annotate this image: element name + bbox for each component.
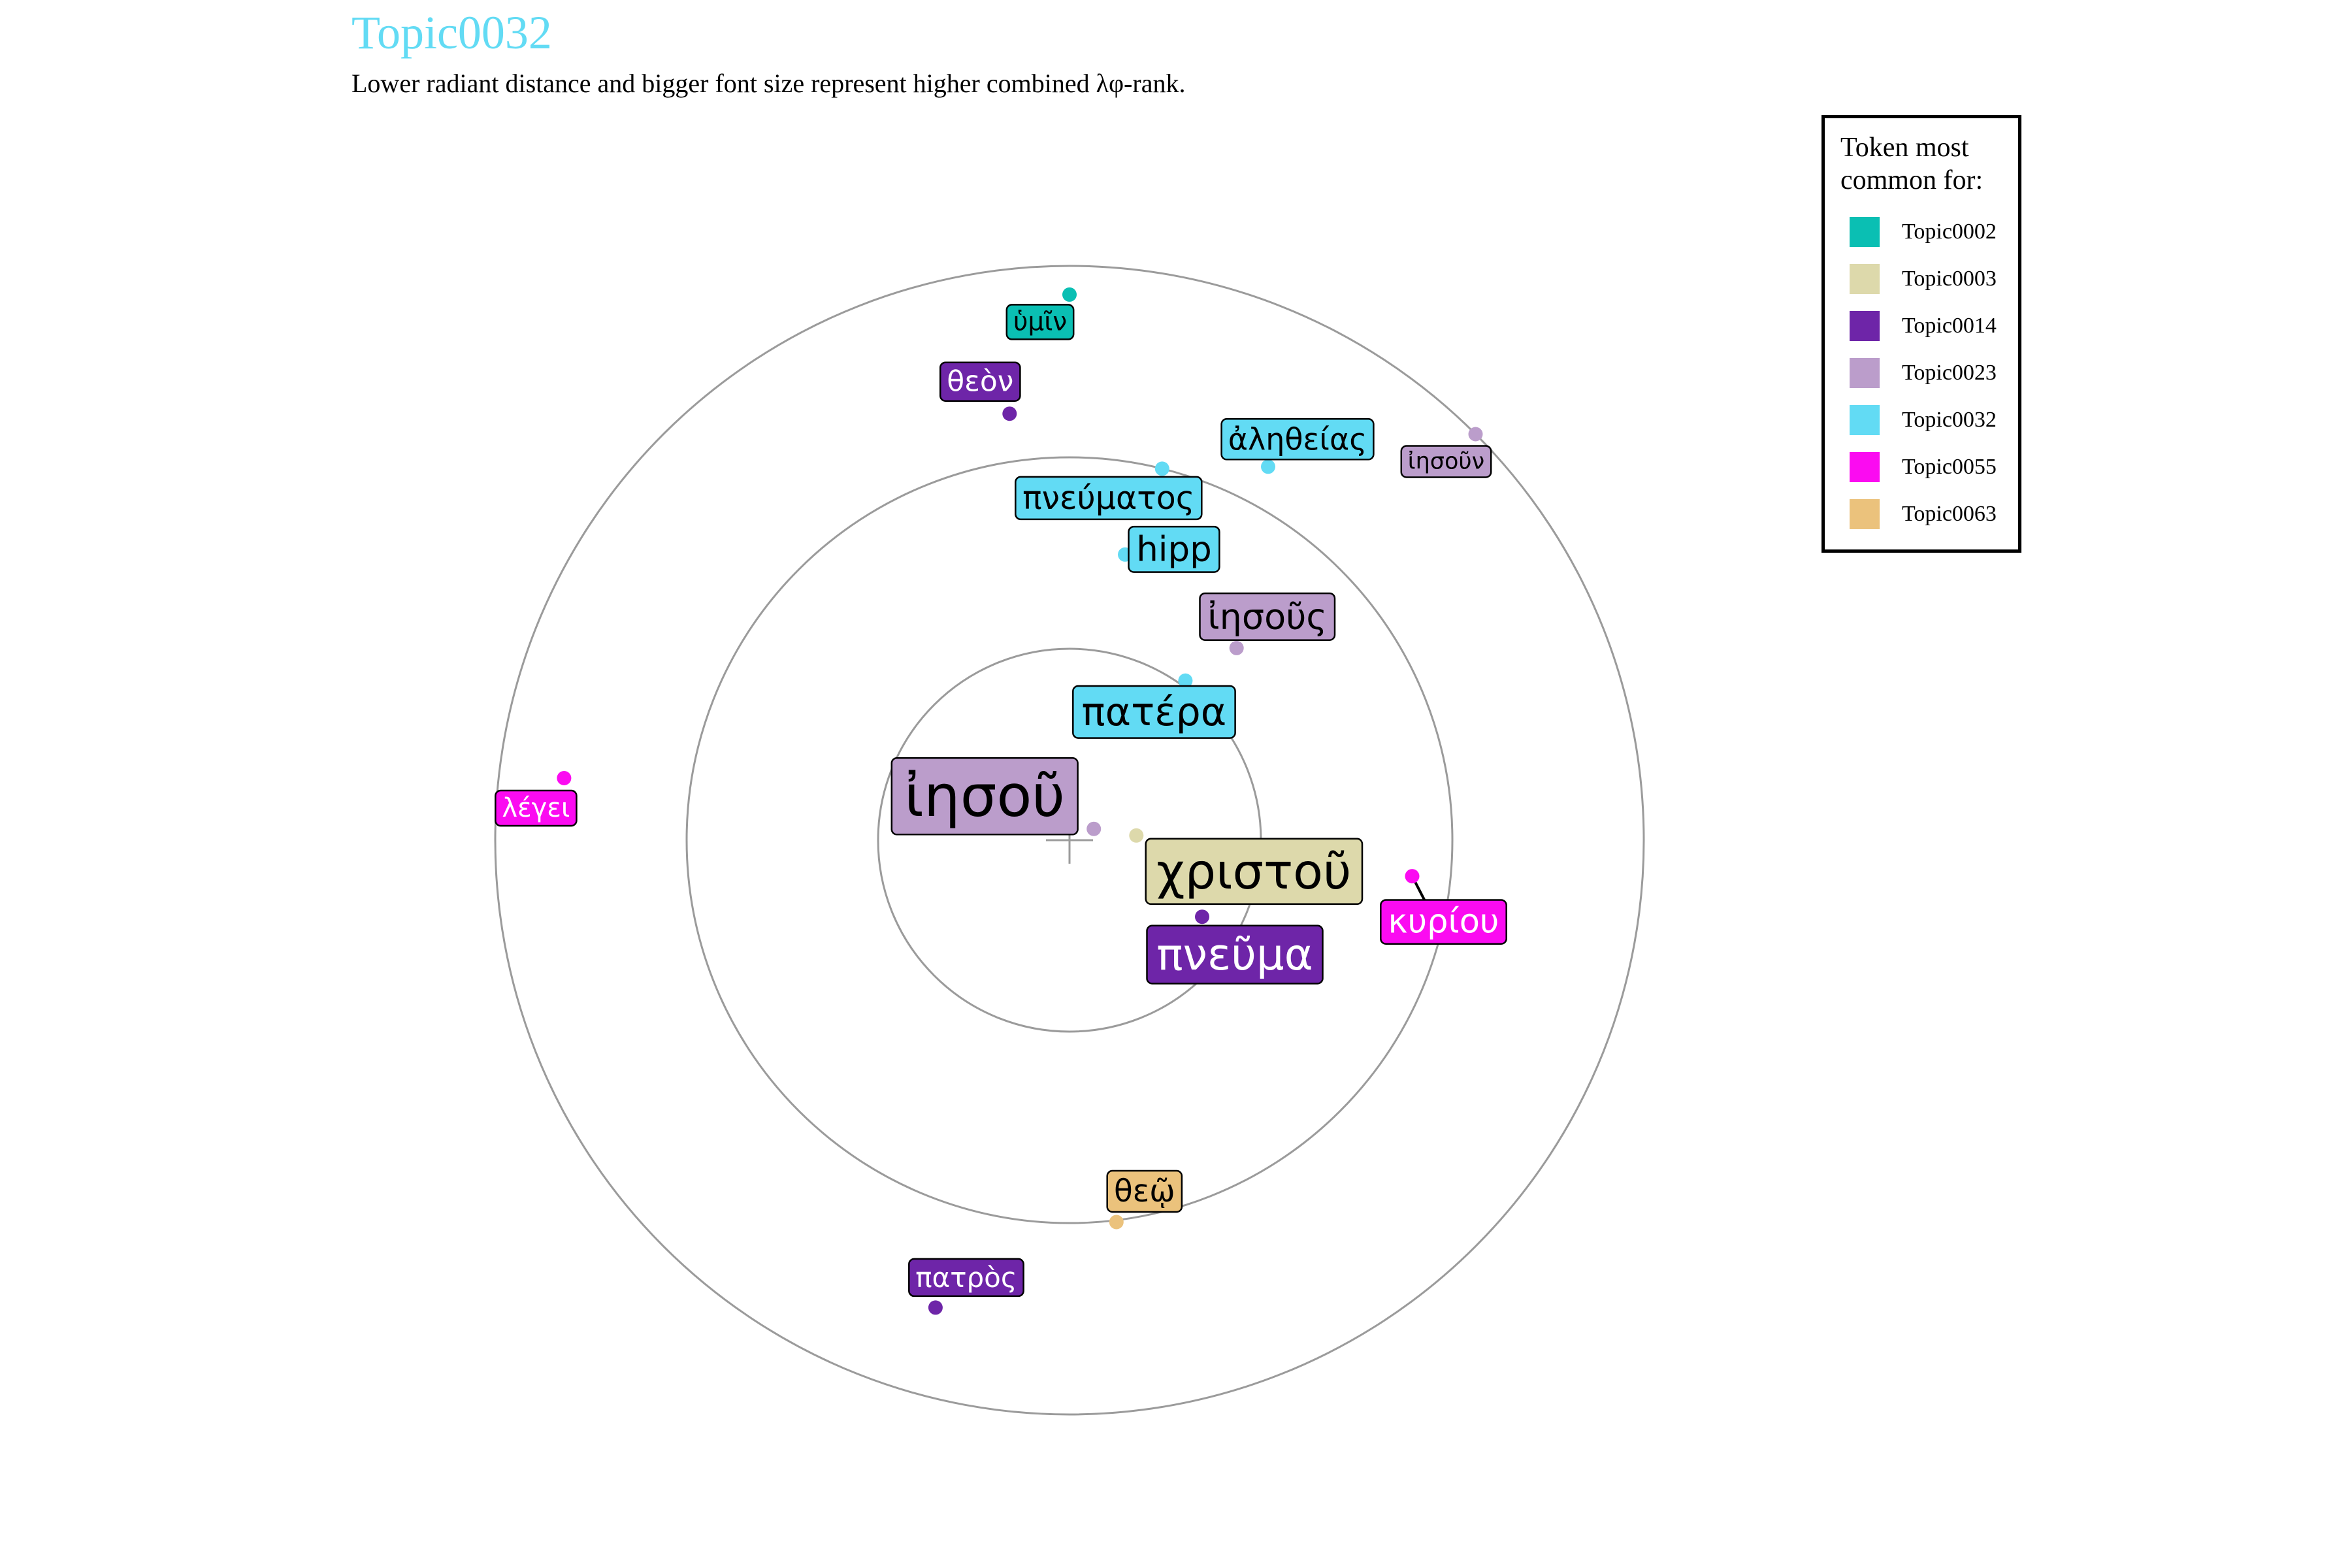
token-text: ἰησοῦν: [1408, 449, 1484, 475]
token-label-box: [890, 757, 1079, 836]
grid-ring-2: [685, 456, 1454, 1224]
legend-label: Topic0014: [1902, 314, 1997, 338]
token-label-12: πατρὸς: [908, 1258, 1024, 1298]
token-label-1: ἰησοῦ: [890, 757, 1079, 836]
data-point-14: [1062, 287, 1077, 302]
token-label-box: [1145, 838, 1364, 906]
token-label-box: [1146, 924, 1324, 985]
legend-label: Topic0003: [1902, 267, 1997, 291]
legend-label: Topic0055: [1902, 455, 1997, 479]
token-text: πατέρα: [1081, 689, 1226, 735]
token-text: κυρίου: [1388, 903, 1499, 941]
token-label-box: [495, 789, 578, 827]
data-point-9: [1109, 1215, 1124, 1230]
token-text: χριστοῦ: [1156, 843, 1351, 900]
legend-label: Topic0032: [1902, 408, 1997, 432]
legend-item-topic0002: Topic0002: [1840, 208, 2018, 255]
token-label-6: hipp: [1128, 525, 1220, 573]
legend-label: Topic0023: [1902, 361, 1997, 385]
token-text: πατρὸς: [915, 1262, 1017, 1294]
data-point-11: [1002, 406, 1017, 421]
token-label-3: πνεῦμα: [1146, 924, 1324, 985]
data-point-5: [1229, 640, 1244, 655]
data-point-12: [928, 1300, 943, 1315]
token-label-box: [1106, 1169, 1183, 1213]
token-text: ἰησοῦ: [904, 762, 1065, 830]
data-point-10: [1261, 459, 1275, 474]
token-label-14: ὑμῖν: [1005, 304, 1075, 340]
token-text: θεῷ: [1114, 1173, 1175, 1209]
legend-label: Topic0063: [1902, 502, 1997, 526]
token-text: θεὸν: [947, 365, 1013, 399]
legend-swatch: [1850, 358, 1880, 388]
legend-swatch: [1850, 311, 1880, 341]
data-point-8: [1154, 461, 1169, 476]
legend-item-topic0063: Topic0063: [1840, 491, 2018, 538]
grid-ring-3: [494, 265, 1645, 1416]
data-point-2: [1129, 828, 1144, 843]
label-layer: ἰησοῦ χριστοῦ πνεῦμα πατέρα ἰησοῦς hipp κυρίου…: [495, 304, 1507, 1298]
token-label-box: [1380, 899, 1507, 945]
token-label-7: κυρίου: [1380, 899, 1507, 945]
token-label-box: [1400, 445, 1492, 478]
token-label-box: [908, 1258, 1024, 1298]
token-label-box: [1072, 685, 1236, 739]
legend-swatch: [1850, 217, 1880, 247]
token-text: ἀληθείας: [1228, 421, 1367, 457]
token-label-box: [1128, 525, 1220, 573]
token-label-box: [939, 361, 1021, 402]
data-point-13: [557, 771, 572, 785]
chart-title: Topic0032: [351, 7, 552, 59]
legend-swatch: [1850, 264, 1880, 294]
data-point-3: [1195, 909, 1209, 924]
token-label-box: [1015, 476, 1203, 521]
token-label-box: [1199, 592, 1336, 641]
token-text: λέγει: [502, 793, 570, 823]
token-text: πνεύματος: [1022, 480, 1194, 517]
data-point-7: [1405, 869, 1420, 884]
token-text: hipp: [1136, 529, 1212, 569]
legend-item-topic0003: Topic0003: [1840, 255, 2018, 302]
chart-subtitle: Lower radiant distance and bigger font s…: [351, 69, 1186, 98]
legend-title: Token most common for:: [1840, 133, 1984, 195]
legend-item-topic0014: Topic0014: [1840, 302, 2018, 350]
legend-item-topic0055: Topic0055: [1840, 444, 2018, 491]
token-label-8: πνεύματος: [1015, 476, 1203, 521]
data-point-4: [1178, 673, 1193, 688]
token-label-4: πατέρα: [1072, 685, 1236, 739]
legend-swatch: [1850, 452, 1880, 482]
token-label-10: ἀληθείας: [1220, 418, 1375, 461]
token-text: ἰησοῦς: [1207, 596, 1327, 637]
token-text: πνεῦμα: [1156, 929, 1313, 980]
legend-swatch: [1850, 499, 1880, 529]
data-point-1: [1086, 821, 1102, 836]
token-label-11: θεὸν: [939, 361, 1021, 402]
token-label-9: θεῷ: [1106, 1169, 1183, 1213]
token-label-box: [1220, 418, 1375, 461]
legend-swatch: [1850, 405, 1880, 435]
data-point-15: [1468, 427, 1483, 442]
token-label-13: λέγει: [495, 789, 578, 827]
token-label-box: [1005, 304, 1075, 340]
token-label-15: ἰησοῦν: [1400, 445, 1492, 478]
legend-label: Topic0002: [1902, 220, 1997, 244]
legend-item-topic0032: Topic0032: [1840, 397, 2018, 444]
token-label-5: ἰησοῦς: [1199, 592, 1336, 641]
token-label-2: χριστοῦ: [1145, 838, 1364, 906]
token-text: ὑμῖν: [1013, 307, 1067, 336]
legend-item-topic0023: Topic0023: [1840, 350, 2018, 397]
